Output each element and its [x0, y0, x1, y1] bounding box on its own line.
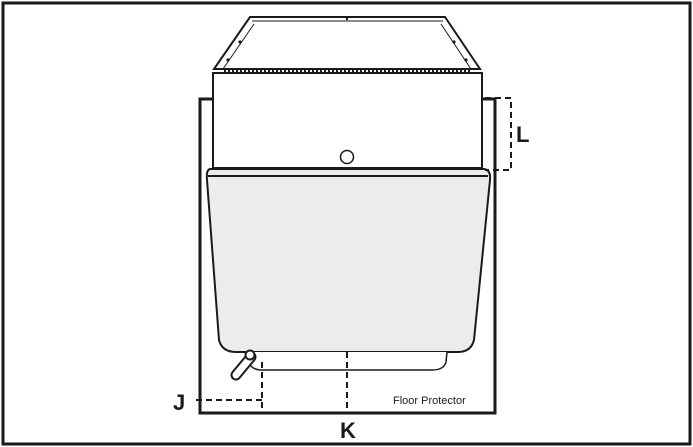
stove-top-hood	[212, 16, 482, 70]
hood-rivet-left-lower	[226, 58, 230, 62]
hood-rivet-right-upper	[452, 40, 456, 44]
dimension-j-label: J	[173, 390, 186, 415]
stove-main-body	[205, 168, 492, 353]
dimension-k-label: K	[340, 418, 356, 443]
hood-rivet-top-center	[345, 17, 349, 21]
hood-rivet-left-upper	[238, 40, 242, 44]
hood-rivet-right-lower	[464, 58, 468, 62]
dimension-l-line	[485, 97, 512, 171]
floor-protector-label: Floor Protector	[393, 395, 466, 407]
door-handle	[230, 349, 257, 381]
stove-control-knob	[339, 149, 355, 165]
dimension-l-label: L	[516, 122, 530, 147]
